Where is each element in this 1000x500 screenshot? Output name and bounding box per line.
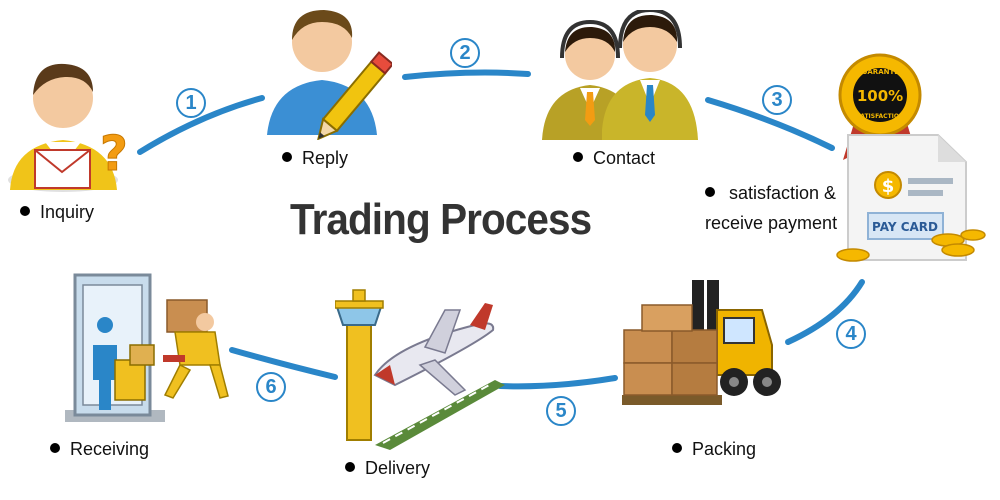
bullet-icon (282, 152, 292, 163)
payment-card-badge-icon: GUARANTEE 100% SATISFACTION $ PAY CARD (836, 53, 986, 262)
contact-headset-people-icon (542, 10, 698, 140)
packing-forklift-icon (622, 280, 781, 405)
step-number-5: 5 (546, 396, 576, 426)
diagram-title: Trading Process (290, 195, 592, 244)
bullet-icon (20, 206, 30, 217)
receiving-door-courier-icon (65, 273, 229, 422)
connector-contact-payment (705, 97, 835, 151)
label-inquiry: Inquiry (20, 202, 94, 223)
bullet-icon (705, 187, 715, 198)
connector-payment-packing (785, 279, 865, 345)
connector-reply-contact (402, 69, 531, 80)
step-number-1: 1 (176, 88, 206, 118)
connector-delivery-receiving (229, 347, 338, 380)
label-delivery: Delivery (345, 458, 430, 479)
bullet-icon (573, 152, 583, 163)
label-reply: Reply (282, 148, 348, 169)
step-number-4: 4 (836, 319, 866, 349)
pay-card-text: PAY CARD (872, 220, 938, 234)
badge-top-text: GUARANTEE (856, 68, 904, 76)
connector-packing-delivery (497, 375, 618, 390)
label-contact: Contact (573, 148, 655, 169)
badge-center-text: 100% (857, 87, 903, 105)
label-packing: Packing (672, 439, 756, 460)
label-payment: satisfaction & receive payment (705, 183, 838, 233)
connector-inquiry-reply (137, 95, 265, 155)
pay-card-currency: $ (882, 176, 895, 197)
label-receiving: Receiving (50, 439, 149, 460)
step-number-3: 3 (762, 85, 792, 115)
inquiry-person-icon: ? (8, 63, 128, 192)
bullet-icon (50, 443, 60, 454)
badge-bottom-text: SATISFACTION (856, 113, 904, 120)
reply-person-pencil-icon (267, 10, 392, 140)
step-number-6: 6 (256, 372, 286, 402)
svg-text:?: ? (100, 126, 128, 182)
delivery-airplane-tower-icon (335, 289, 505, 450)
bullet-icon (345, 462, 355, 473)
bullet-icon (672, 443, 682, 454)
step-number-2: 2 (450, 38, 480, 68)
